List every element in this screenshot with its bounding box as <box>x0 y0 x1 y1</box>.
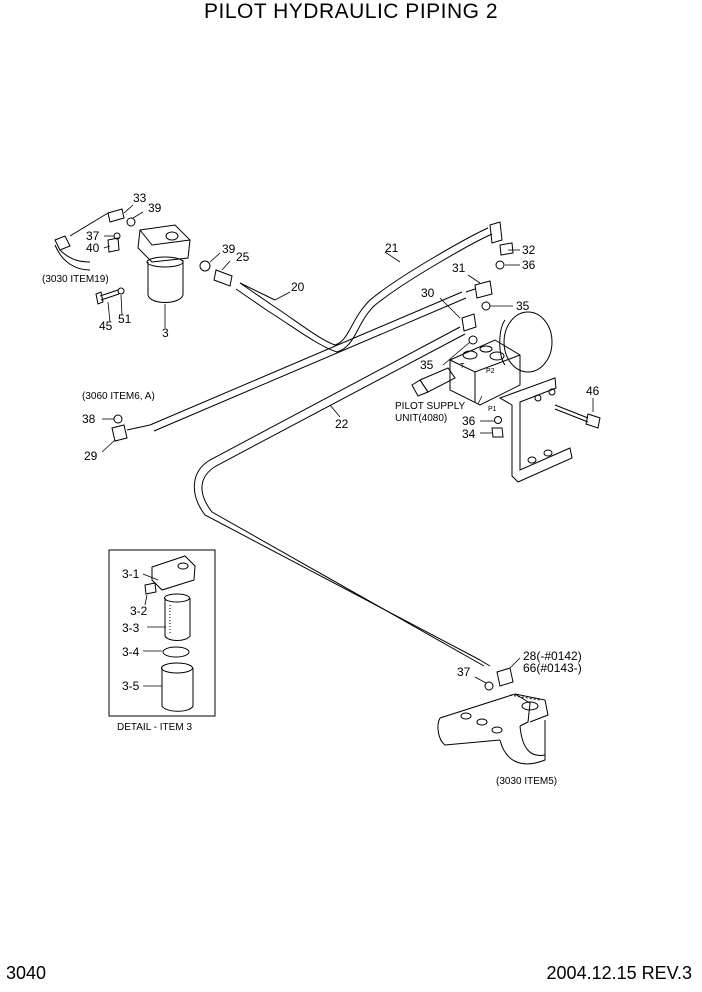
callout-31: 31 <box>452 261 466 275</box>
callout-36b: 36 <box>462 414 476 428</box>
fittings-filter-left <box>54 208 136 271</box>
fittings-below-unit <box>491 416 504 438</box>
ref-3030-item5: (3030 ITEM5) <box>496 776 557 787</box>
filter-assembly-3 <box>137 224 191 303</box>
callout-29: 29 <box>84 449 98 463</box>
detail-caption: DETAIL - ITEM 3 <box>117 722 192 733</box>
callout-35: 35 <box>516 299 530 313</box>
bolt-45 <box>95 287 125 305</box>
callout-30: 30 <box>421 286 435 300</box>
port-t: T <box>460 363 465 370</box>
detail-callout-3-1: 3-1 <box>122 567 140 581</box>
callout-38: 38 <box>82 412 96 426</box>
callout-25: 25 <box>236 250 250 264</box>
port-p2: P2 <box>486 368 495 375</box>
leader-lines <box>101 204 594 687</box>
fitting-29 <box>111 414 151 442</box>
detail-callout-3-3: 3-3 <box>122 621 140 635</box>
revision-date: 2004.12.15 REV.3 <box>546 963 692 983</box>
fittings-bottom <box>479 659 514 691</box>
callout-39b: 39 <box>222 242 236 256</box>
callout-36: 36 <box>522 258 536 272</box>
hose-21 <box>235 227 493 353</box>
pilot-supply-label-2: UNIT(4080) <box>395 413 447 424</box>
callout-35b: 35 <box>420 358 434 372</box>
detail-callout-3-2: 3-2 <box>130 604 148 618</box>
ref-3060-item6: (3060 ITEM6, A) <box>82 391 155 402</box>
hose-22 <box>193 326 485 667</box>
callout-37: 37 <box>86 229 100 243</box>
callout-51: 51 <box>118 312 132 326</box>
port-p1: P1 <box>488 406 497 413</box>
callout-46: 46 <box>586 384 600 398</box>
callout-40: 40 <box>86 241 100 255</box>
detail-box <box>108 549 216 717</box>
detail-filter-parts <box>144 555 196 712</box>
callout-37b: 37 <box>457 665 471 679</box>
page-title: PILOT HYDRAULIC PIPING 2 <box>203 0 499 23</box>
callout-28: 28(-#0142) <box>523 649 582 663</box>
bolt-46 <box>554 404 601 429</box>
pilot-supply-unit <box>411 311 573 483</box>
ref-3030-item19: (3030 ITEM19) <box>42 274 109 285</box>
callout-20: 20 <box>291 280 305 294</box>
pilot-supply-label-1: PILOT SUPPLY <box>395 401 466 412</box>
callout-66: 66(#0143-) <box>523 661 582 675</box>
callout-45: 45 <box>99 319 113 333</box>
page-number: 3040 <box>6 963 47 983</box>
fittings-right-top <box>461 221 514 345</box>
callout-39: 39 <box>148 201 162 215</box>
fitting-25 <box>199 260 233 287</box>
callout-21: 21 <box>385 241 399 255</box>
hose-to-3060 <box>149 291 467 432</box>
callout-32: 32 <box>522 243 536 257</box>
detail-callout-3-4: 3-4 <box>122 645 140 659</box>
callout-33: 33 <box>133 191 147 205</box>
callout-3: 3 <box>162 326 169 340</box>
manifold-3030-item5 <box>437 693 549 765</box>
hose-20 <box>239 282 276 301</box>
detail-callout-3-5: 3-5 <box>122 679 140 693</box>
callout-34: 34 <box>462 427 476 441</box>
callout-22: 22 <box>335 417 349 431</box>
